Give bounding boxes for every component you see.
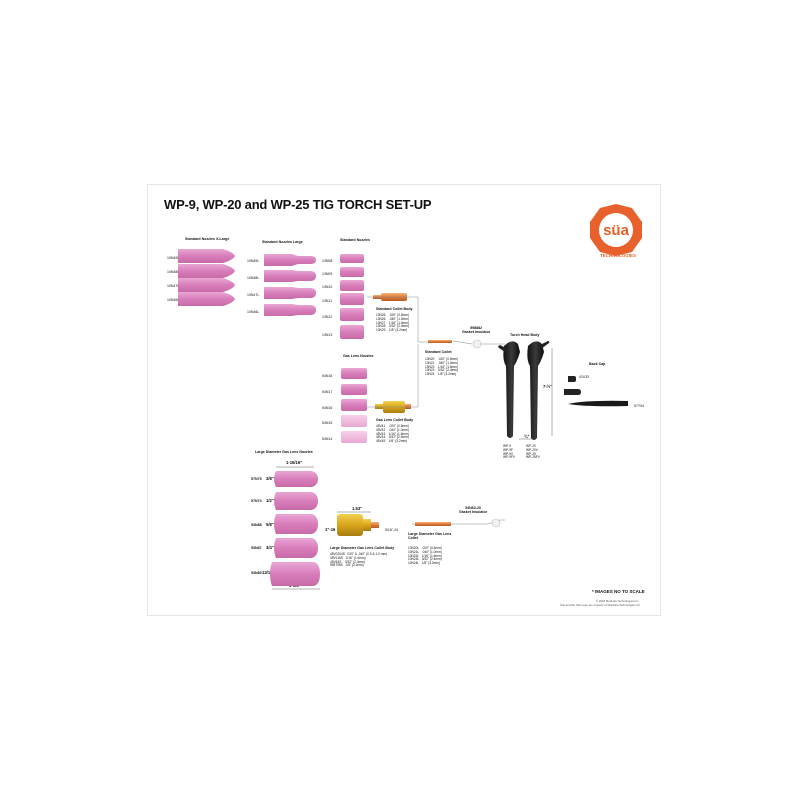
torch-left-models: WP-9 WP-9F WP-9V WP-9FV (503, 444, 516, 460)
torch-right-models: WP-20 WP-20V WP-25 WP-25FV (526, 444, 540, 460)
ld-collet-specs: 10N20L .020" (0.5mm) 10N21L .040" (1.0mm… (408, 546, 442, 566)
ld-collet-thread-2: 5/16"-24 (385, 528, 399, 532)
torch-head-body-header: Torch Head Body (510, 333, 540, 337)
ld-collet-thread: 1"-16 (325, 527, 336, 532)
std-nozzle-code: 13N10 (322, 285, 333, 289)
xl-nozzles-header: Standard Nozzles X-Large (185, 237, 230, 241)
ld-nozzles-header: Large Diameter Gas Lens Nozzles (255, 450, 313, 454)
std-collet-header: Standard Collet (425, 350, 452, 354)
xl-nozzle-code: 10N48L (167, 270, 180, 274)
large-nozzles (264, 254, 316, 316)
gl-nozzles (341, 368, 367, 443)
std-collet-body-specs: 13N26 .020" (0.5mm) 13N26 .040" (1.0mm) … (376, 313, 410, 333)
gl-nozzle-code: 54N15 (322, 421, 333, 425)
std-nozzle-code: 13N13 (322, 333, 333, 337)
large-nozzle-code: 10N49L (247, 259, 260, 263)
std-nozzle-code: 13N09 (322, 272, 333, 276)
back-cap-header: Back Cap (589, 362, 606, 366)
back-cap-code: 41V33 (579, 375, 590, 379)
gl-nozzle-code: 54N14 (322, 437, 333, 441)
ld-nozzle-code: 57N75 (251, 477, 262, 481)
ld-nozzle-size: 3/4" (266, 545, 274, 550)
ld-collet-body-specs: 45V0204S .020" & .040" (0.5 & 1.0 mm) 45… (330, 552, 388, 568)
std-collet-body-header: Standard Collet Body (376, 307, 413, 311)
ld-gasket-header: 54N63-20 Gasket Insulator (459, 506, 488, 514)
ld-gasket (491, 518, 501, 528)
ld-collet-span: 1.53" (352, 506, 363, 511)
std-nozzles (340, 254, 364, 339)
gl-nozzle-code: 54N16 (322, 406, 333, 410)
gl-nozzles-header: Gas Lens Nozzles (343, 354, 374, 358)
gl-collet-body-specs: 45V41 .020" (0.5mm) 45V42 .040" (1.0mm) … (376, 424, 409, 444)
ld-nozzle-span: 1-15/16" (286, 460, 303, 465)
ld-nozzle-size: 3/8" (266, 476, 274, 481)
std-collet (428, 340, 452, 343)
torch-head-left (498, 341, 520, 438)
ld-collet-body (337, 514, 379, 536)
logo-line-2: TECHNOLOGIES (600, 253, 637, 258)
logo-badge: süa (590, 204, 642, 256)
ld-nozzle-size: 1/2" (266, 498, 274, 503)
page-title: WP-9, WP-20 and WP-25 TIG TORCH SET-UP (164, 197, 432, 212)
torch-width: ¾" (524, 434, 530, 439)
ld-collet-body-header: Large Diameter Gas Lens Collet Body (330, 546, 395, 550)
copyright-line-1: © 2018 Murdoka Technologies Inc. (596, 599, 640, 603)
std-nozzles-header: Standard Nozzles (340, 238, 370, 242)
std-collet-specs: 13N20 .020" (0.5mm) 13N21 .040" (1.0mm) … (425, 357, 459, 377)
torch-length: 7-½" (543, 384, 553, 389)
large-nozzle-code: 10N46L (247, 310, 260, 314)
ld-nozzles (270, 471, 320, 586)
back-caps (564, 376, 628, 407)
ld-collet (415, 522, 451, 526)
large-nozzles-header: Standard Nozzles Large (262, 240, 303, 244)
large-nozzle-code: 10N48L (247, 276, 260, 280)
logo-tagline: WELDING TECHNOLOGIES (600, 248, 660, 258)
ld-collet-header: Large Diameter Gas Lens Collet (408, 532, 452, 540)
ld-nozzle-code: 57N74 (251, 499, 262, 503)
gl-nozzle-code: 54N18 (322, 374, 333, 378)
logo-mark: süa (603, 222, 630, 239)
scale-note: * IMAGES NO TO SCALE (592, 589, 645, 594)
xl-nozzle-code: 10N47L (167, 284, 180, 288)
ld-nozzle-size: 5/8" (266, 522, 274, 527)
std-gasket (472, 339, 482, 349)
xl-nozzles (178, 249, 235, 306)
xl-nozzle-code: 10N46L (167, 298, 180, 302)
large-nozzle-code: 10N47L (247, 293, 260, 297)
gl-nozzle-code: 54N17 (322, 390, 333, 394)
brand-logo: süa (584, 200, 648, 262)
torch-head-right (527, 341, 550, 440)
std-nozzle-code: 13N11 (322, 299, 333, 303)
xl-nozzle-code: 10N49L (167, 256, 180, 260)
logo-line-1: WELDING (600, 248, 622, 253)
ld-nozzle-code: 53N88 (251, 523, 262, 527)
ld-nozzle-code: 53N87 (251, 546, 262, 550)
gasket-header: 598882 Gasket Insulator (462, 326, 491, 334)
ld-nozzle-size: 13/16" (262, 570, 275, 575)
back-cap-code: 57Y04 (634, 404, 645, 408)
gl-collet-body-header: Gas Lens Collet Body (376, 418, 414, 422)
ld-nozzle-code: 53N89 (251, 571, 262, 575)
copyright-line-2: Süa and the Süa Logo are property of Mur… (560, 603, 641, 607)
std-nozzle-code: 13N08 (322, 259, 333, 263)
std-nozzle-code: 13N12 (322, 315, 333, 319)
